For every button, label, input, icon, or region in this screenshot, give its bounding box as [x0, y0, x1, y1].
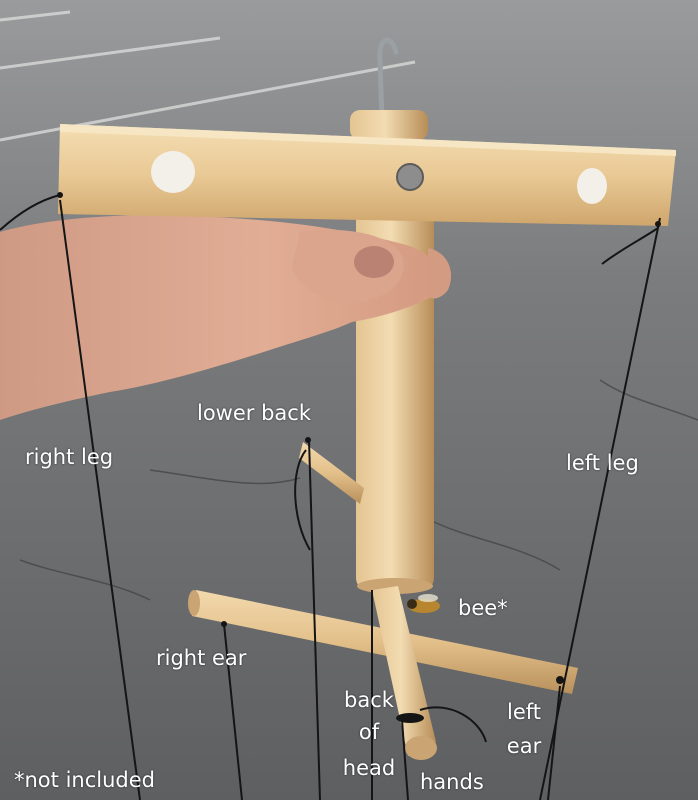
finger: [428, 248, 452, 299]
label-hands: hands: [420, 770, 484, 794]
lower-cross-dowel-end: [188, 590, 200, 616]
label-left-ear-line2: ear: [506, 734, 542, 758]
label-footnote: *not included: [14, 768, 155, 792]
label-right-leg: right leg: [25, 445, 114, 469]
label-left-ear-line1: left: [506, 700, 541, 724]
top-cylinder: [350, 110, 428, 140]
thumbnail: [354, 246, 394, 278]
label-right-ear: right ear: [156, 646, 247, 670]
bar-screw: [396, 163, 424, 191]
lower-back-dowel: [299, 442, 364, 504]
label-lower-back: lower back: [197, 401, 311, 425]
label-bee: bee*: [458, 596, 508, 620]
label-back-of-head-line3: head: [342, 756, 396, 780]
label-left-leg: left leg: [566, 451, 639, 475]
head-dowel: [372, 586, 436, 756]
vertical-dowel: [356, 160, 434, 590]
string-knots: [57, 192, 661, 723]
asphalt-cracks: [19, 379, 698, 601]
head-dowel-end: [405, 736, 437, 760]
strings: [0, 194, 661, 800]
bar-hole-right: [577, 168, 607, 204]
metal-hook: [377, 37, 399, 121]
label-back-of-head-line2: of: [358, 720, 380, 744]
top-bar-edge: [60, 124, 676, 156]
bee-insect: [407, 594, 440, 613]
label-back-of-head-line1: back: [344, 688, 394, 712]
bar-hole-left: [151, 151, 195, 193]
